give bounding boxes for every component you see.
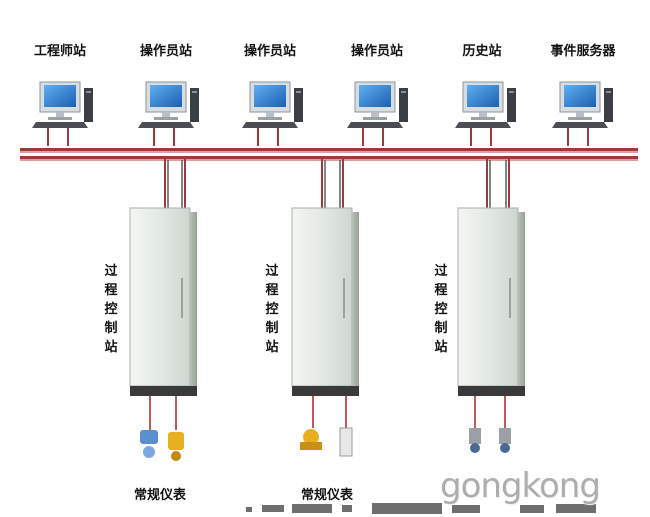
control-cabinet-1 [129, 207, 198, 397]
gongkong-watermark: gongkong [440, 466, 601, 506]
instrument-label-2: 常规仪表 [300, 488, 354, 503]
controller-label-3: 过程控制站 [434, 264, 448, 355]
cabinet-drops-inner [167, 160, 507, 210]
workstation-operator-1-icon [137, 81, 200, 147]
workstation-engineer-icon [31, 81, 94, 147]
workstation-history-icon [454, 81, 517, 147]
workstation-label-engineer: 工程师站 [33, 44, 87, 59]
bottom-caption-fragments [246, 503, 596, 514]
controller-label-1: 过程控制站 [104, 264, 118, 355]
cabinet-drops [164, 159, 510, 210]
workstation-label-operator-3: 操作员站 [350, 44, 404, 59]
network-bus [20, 148, 638, 161]
instrument-group-3 [469, 396, 511, 453]
control-cabinet-3 [457, 207, 526, 397]
workstation-event-server-icon [551, 81, 614, 147]
workstation-label-operator-2: 操作员站 [243, 44, 297, 59]
controller-label-2: 过程控制站 [265, 264, 279, 355]
instrument-group-2 [300, 396, 353, 457]
control-cabinet-2 [291, 207, 360, 397]
workstation-label-history: 历史站 [462, 44, 502, 59]
workstation-operator-3-icon [346, 81, 409, 147]
workstation-operator-2-icon [241, 81, 304, 147]
instrument-group-1 [140, 396, 184, 461]
instrument-label-1: 常规仪表 [133, 488, 187, 503]
workstation-label-event-server: 事件服务器 [550, 44, 616, 59]
workstation-label-operator-1: 操作员站 [139, 44, 193, 59]
